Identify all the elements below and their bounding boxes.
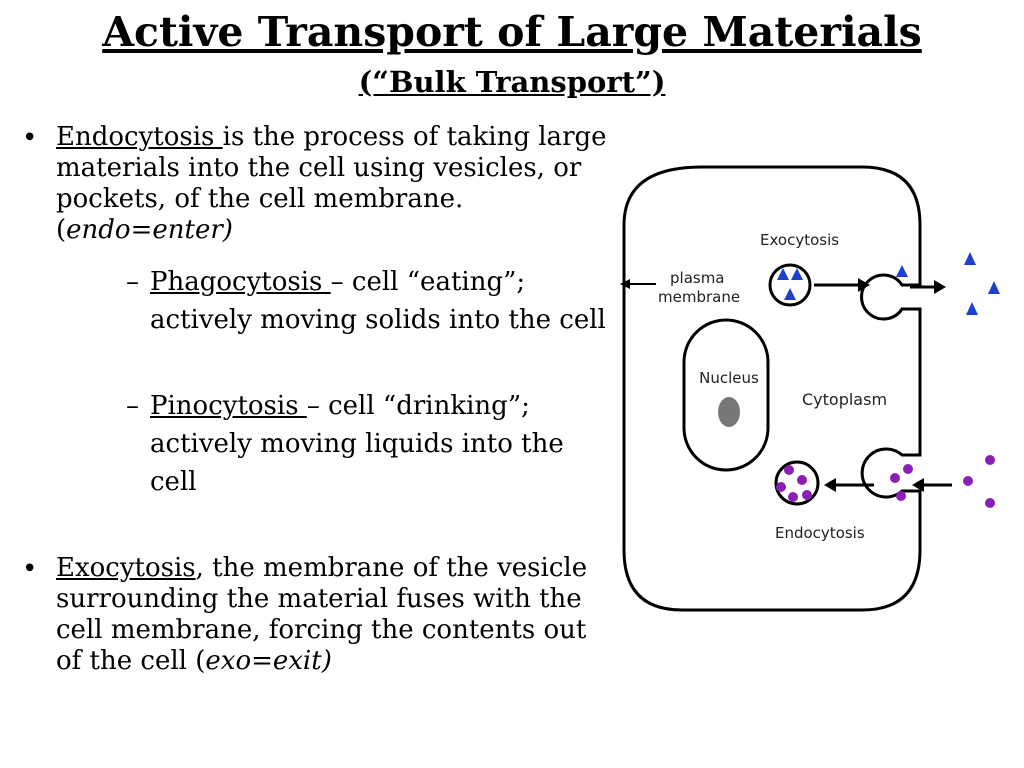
endocytosis-arrow-inner	[824, 478, 874, 492]
endocytosis-arrow-outer	[912, 478, 952, 492]
term-pinocytosis: Pinocytosis	[150, 391, 307, 421]
cytoplasm-label: Cytoplasm	[802, 390, 887, 409]
triangle-particle	[777, 268, 789, 280]
exocytosis-vesicle	[768, 263, 812, 307]
dash-marker: –	[126, 391, 139, 421]
dot-particle	[963, 476, 973, 486]
bullet-exocytosis: • Exocytosis, the membrane of the vesicl…	[22, 553, 612, 677]
pinocytosis-definition: – cell “drinking”; actively moving liqui…	[150, 391, 564, 497]
exocytosis-definition: , the membrane of the vesicle surroundin…	[56, 553, 588, 676]
dot-particle	[985, 498, 995, 508]
triangle-particle	[988, 281, 1000, 294]
dot-particle	[985, 455, 995, 465]
dot-particle	[784, 465, 794, 475]
plasma-label-line1: plasma	[670, 269, 725, 287]
term-phagocytosis: Phagocytosis	[150, 267, 331, 297]
cell-membrane	[622, 165, 922, 612]
plasma-arrow	[620, 279, 656, 289]
slide-title: Active Transport of Large Materials	[102, 8, 922, 56]
cell-transport-diagram: Nucleus Cytoplasm plasma membrane Exocyt…	[620, 165, 1000, 612]
dot-particle	[896, 491, 906, 501]
exocytosis-paren: (	[195, 646, 206, 676]
term-endocytosis: Endocytosis	[56, 122, 223, 152]
subbullet-phagocytosis: – Phagocytosis – cell “eating”; actively…	[126, 263, 616, 339]
dot-particle	[802, 490, 812, 500]
dot-particle	[797, 475, 807, 485]
exocytosis-etymology: exo=exit)	[205, 646, 332, 676]
endocytosis-paren: (	[56, 215, 67, 245]
endocytosis-etymology: endo=enter)	[66, 215, 233, 245]
exocytosis-label: Exocytosis	[760, 231, 839, 249]
triangle-particle	[966, 302, 978, 315]
bullet-endocytosis: • Endocytosis is the process of taking l…	[22, 122, 622, 246]
phagocytosis-definition: – cell “eating”; actively moving solids …	[150, 267, 606, 335]
term-exocytosis: Exocytosis	[56, 553, 196, 583]
nucleus-label: Nucleus	[699, 369, 759, 387]
dot-particle	[788, 492, 798, 502]
bullet-marker: •	[22, 123, 38, 153]
triangle-particle	[896, 265, 908, 277]
subbullet-pinocytosis: – Pinocytosis – cell “drinking”; activel…	[126, 387, 616, 501]
bullet-marker: •	[22, 554, 38, 584]
nucleolus	[718, 397, 740, 427]
endocytosis-definition: is the process of taking large materials…	[56, 122, 607, 214]
triangle-particle	[964, 252, 976, 265]
slide-subtitle: (“Bulk Transport”)	[358, 65, 666, 99]
endocytosis-vesicle	[774, 460, 820, 506]
dot-particle	[890, 473, 900, 483]
exocytosis-arrow-outer	[910, 280, 946, 294]
endocytosis-label: Endocytosis	[775, 524, 865, 542]
plasma-label-line2: membrane	[658, 288, 740, 306]
triangle-particle	[791, 268, 803, 280]
dash-marker: –	[126, 267, 139, 297]
dot-particle	[903, 464, 913, 474]
triangle-particle	[784, 288, 796, 300]
nucleus	[682, 318, 770, 472]
dot-particle	[776, 482, 786, 492]
exocytosis-arrow-inner	[814, 278, 870, 292]
